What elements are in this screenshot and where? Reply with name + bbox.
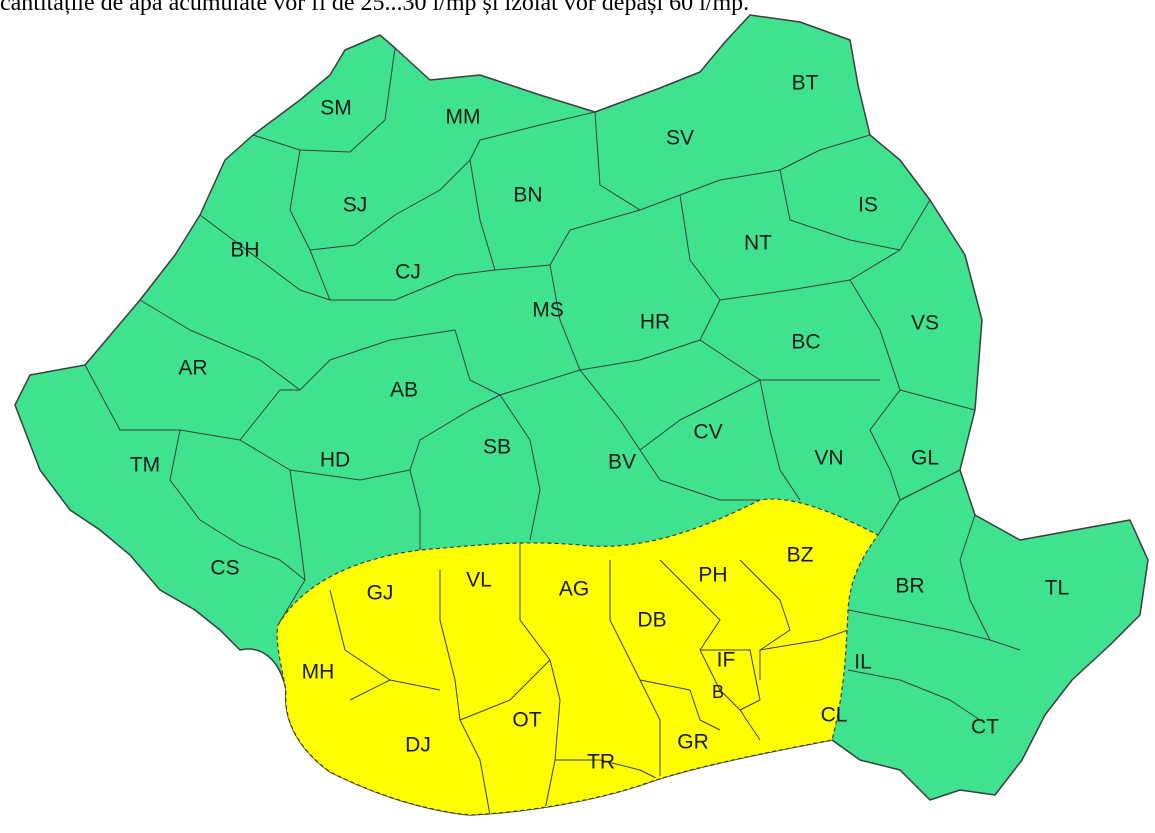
county-label-br: BR [895, 575, 924, 598]
county-label-vl: VL [466, 569, 492, 592]
county-label-gl: GL [911, 447, 939, 470]
county-label-hr: HR [640, 311, 670, 334]
county-label-ph: PH [698, 564, 727, 587]
county-label-bn: BN [513, 184, 542, 207]
county-label-cj: CJ [395, 261, 421, 284]
county-label-ab: AB [390, 379, 418, 402]
county-borders-yellow [329, 540, 849, 815]
county-label-tr: TR [587, 751, 615, 774]
county-label-sv: SV [666, 127, 694, 150]
county-label-vn: VN [814, 447, 843, 470]
county-label-bt: BT [792, 72, 819, 95]
county-label-bz: BZ [787, 544, 814, 567]
county-labels: SM MM BT SV SJ BN IS BH CJ NT MS HR VS A… [130, 72, 1069, 774]
county-label-is: IS [858, 194, 878, 217]
county-label-bc: BC [791, 331, 820, 354]
county-label-db: DB [637, 609, 666, 632]
county-label-tm: TM [130, 454, 160, 477]
county-label-sj: SJ [343, 194, 368, 217]
county-label-sm: SM [320, 97, 352, 120]
county-label-ag: AG [559, 578, 589, 601]
county-label-cl: CL [821, 704, 848, 727]
county-label-cv: CV [693, 421, 722, 444]
county-label-ct: CT [971, 716, 999, 739]
county-label-hd: HD [320, 449, 350, 472]
county-label-ms: MS [532, 299, 564, 322]
county-label-tl: TL [1045, 577, 1070, 600]
map-caption: cantitățile de apă acumulate vor fi de 2… [0, 0, 750, 16]
county-label-il: IL [854, 651, 872, 674]
county-borders-green [84, 47, 1021, 721]
county-label-if: IF [717, 649, 736, 672]
county-label-nt: NT [744, 232, 772, 255]
county-label-gr: GR [677, 731, 709, 754]
warning-zone-yellow [276, 498, 879, 816]
county-label-ar: AR [178, 357, 207, 380]
county-label-vs: VS [911, 312, 939, 335]
county-label-dj: DJ [405, 734, 431, 757]
county-label-gj: GJ [367, 582, 394, 605]
county-label-sb: SB [483, 436, 511, 459]
county-label-ot: OT [512, 709, 541, 732]
county-label-b: B [712, 682, 724, 702]
county-label-cs: CS [210, 557, 239, 580]
county-label-bv: BV [608, 451, 636, 474]
county-label-bh: BH [230, 239, 259, 262]
county-label-mm: MM [446, 106, 481, 129]
county-label-mh: MH [302, 661, 335, 684]
